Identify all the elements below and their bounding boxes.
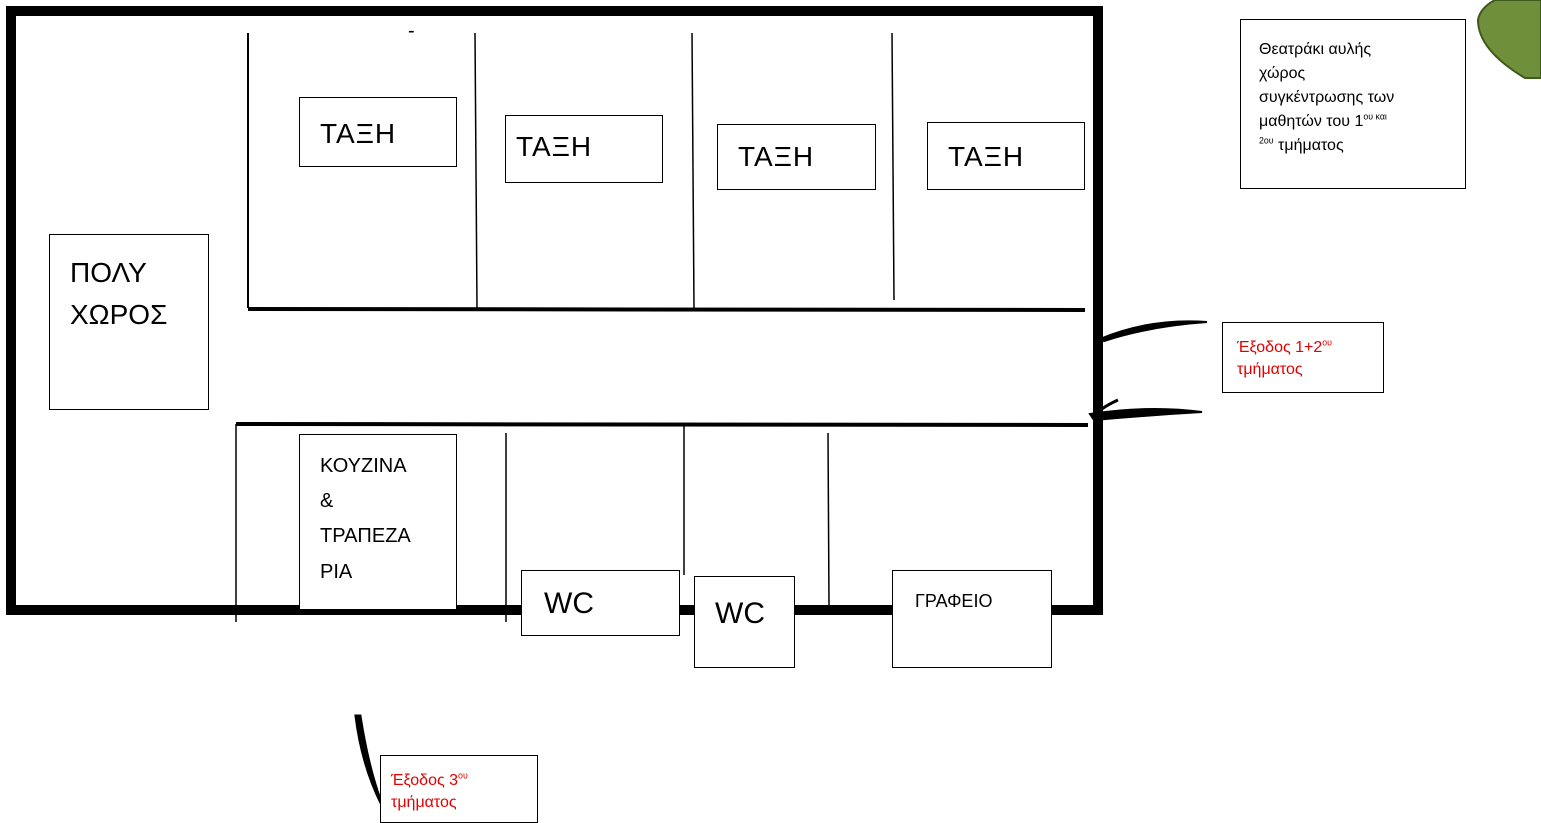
classroom-label: ΤΑΞΗ bbox=[320, 118, 397, 149]
theater-note-box: Θεατράκι αυλής χώρος συγκέντρωσης των μα… bbox=[1240, 19, 1466, 189]
exit-3-arrow bbox=[354, 714, 384, 806]
kitchen-label-3: ΤΡΑΠΕΖΑ bbox=[320, 525, 411, 547]
office-label: ΓΡΑΦΕΙΟ bbox=[915, 591, 993, 611]
kitchen-label-1: ΚΟΥΖΙΝΑ bbox=[320, 455, 407, 477]
exit-1-2-arrow-bottom bbox=[1088, 407, 1203, 422]
multipurpose-room: ΠΟΛΥ ΧΩΡΟΣ bbox=[49, 234, 209, 410]
classroom-label: ΤΑΞΗ bbox=[738, 141, 815, 172]
theater-note-line-2: χώρος bbox=[1259, 65, 1306, 82]
exit-1-2-arrow-top bbox=[1097, 320, 1208, 343]
lower-wall bbox=[827, 432, 830, 606]
classroom-wall bbox=[891, 32, 895, 301]
corridor-wall-bottom bbox=[235, 422, 1089, 427]
top-mark: - bbox=[408, 20, 415, 42]
exit-1-2-line-2: τμήματος bbox=[1237, 361, 1303, 378]
classroom-label: ΤΑΞΗ bbox=[948, 141, 1025, 172]
theater-note-line-5: 2ου τμήματος bbox=[1259, 135, 1344, 154]
wc-label: WC bbox=[715, 597, 765, 630]
classroom-1: ΤΑΞΗ bbox=[299, 97, 457, 167]
exit-1-2-box: Έξοδος 1+2ου τμήματος bbox=[1222, 322, 1384, 393]
wc-label: WC bbox=[544, 587, 594, 620]
theater-note-line-4: μαθητών του 1ου και bbox=[1259, 111, 1387, 130]
classroom-wall bbox=[691, 32, 695, 309]
exit-3-line-2: τμήματος bbox=[391, 794, 457, 811]
exit-3-line-1: Έξοδος 3ου bbox=[391, 770, 468, 789]
classroom-2: ΤΑΞΗ bbox=[505, 115, 663, 183]
classroom-4: ΤΑΞΗ bbox=[927, 122, 1085, 190]
classroom-label: ΤΑΞΗ bbox=[516, 131, 593, 162]
corridor-wall-top bbox=[247, 307, 1086, 312]
exit-3-box: Έξοδος 3ου τμήματος bbox=[380, 755, 538, 823]
multipurpose-label-1: ΠΟΛΥ bbox=[70, 257, 147, 288]
exit-1-2-line-1: Έξοδος 1+2ου bbox=[1237, 337, 1332, 356]
classroom-wall bbox=[474, 32, 478, 309]
theater-shape bbox=[1476, 0, 1541, 79]
kitchen-label-4: ΡΙΑ bbox=[320, 561, 353, 583]
theater-note-line-3: συγκέντρωσης των bbox=[1259, 89, 1395, 106]
multipurpose-label-2: ΧΩΡΟΣ bbox=[70, 299, 168, 330]
wc-room-2: WC bbox=[694, 576, 795, 668]
wc-room-1: WC bbox=[521, 570, 680, 636]
kitchen-dining-room: ΚΟΥΖΙΝΑ & ΤΡΑΠΕΖΑ ΡΙΑ bbox=[299, 434, 457, 610]
office-room: ΓΡΑΦΕΙΟ bbox=[892, 570, 1052, 668]
theater-note-line-1: Θεατράκι αυλής bbox=[1259, 41, 1372, 58]
kitchen-label-2: & bbox=[320, 490, 334, 512]
classroom-3: ΤΑΞΗ bbox=[717, 124, 876, 190]
